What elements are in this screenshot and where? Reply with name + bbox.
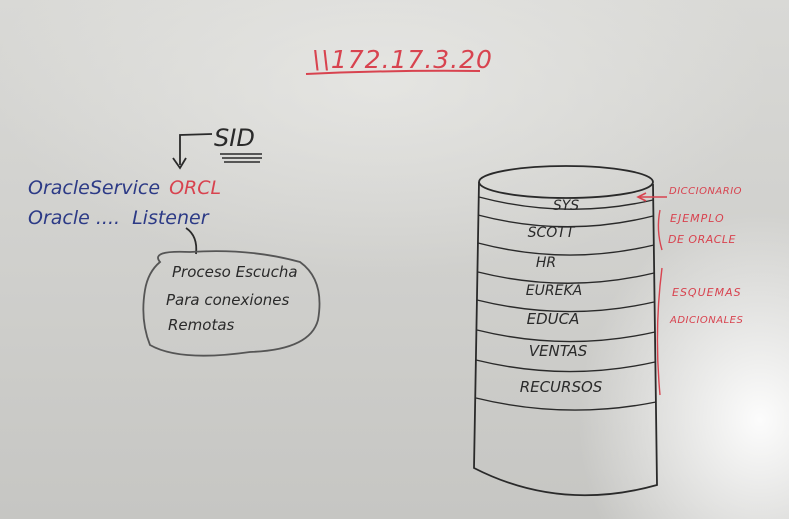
bubble-line-1: Proceso Escucha — [172, 263, 298, 281]
service-line-1: OracleService ORCL — [28, 177, 221, 199]
sid-arrow — [179, 133, 213, 165]
orcl-text: ORCL — [169, 177, 221, 199]
service-line-2: Oracle .... Listener — [28, 207, 210, 229]
annotation-esquemas-1: ESQUEMAS — [672, 286, 742, 299]
ip-underline — [305, 69, 481, 75]
ejemplo-brace — [657, 209, 663, 251]
esquemas-brace — [656, 267, 663, 396]
bubble-line-2: Para conexiones — [166, 291, 289, 309]
listener-pointer — [185, 227, 198, 255]
annotation-esquemas-2: ADICIONALES — [669, 315, 744, 326]
schema-hr: HR — [536, 255, 556, 271]
annotation-ejemplo-2: DE ORACLE — [668, 233, 736, 246]
cylinder-top — [478, 165, 654, 199]
schema-recursos: RECURSOS — [520, 378, 603, 396]
ip-address-text: \\172.17.3.20 — [312, 45, 493, 74]
annotation-ejemplo-1: EJEMPLO — [670, 212, 725, 225]
schema-scott: SCOTT — [528, 225, 576, 241]
annotation-diccionario: DICCIONARIO — [669, 186, 742, 197]
diccionario-arrow-head-icon — [636, 192, 647, 202]
schema-educa: EDUCA — [527, 310, 580, 328]
process-bubble — [142, 250, 321, 357]
schema-sys: SYS — [553, 198, 579, 214]
oracle-service-text: OracleService — [28, 177, 160, 199]
cylinder-body — [473, 181, 658, 497]
schema-ventas: VENTAS — [529, 342, 588, 360]
sid-underline — [220, 153, 262, 163]
schema-eureka: EUREKA — [526, 283, 582, 299]
sid-arrow-head-icon — [172, 157, 187, 170]
database-cylinder: SYS SCOTT HR EUREKA EDUCA VENTAS RECURSO… — [473, 165, 658, 497]
oracle-text: Oracle .... — [28, 207, 120, 229]
sid-label: SID — [214, 124, 255, 152]
listener-text: Listener — [132, 207, 210, 229]
bubble-line-3: Remotas — [168, 316, 235, 334]
